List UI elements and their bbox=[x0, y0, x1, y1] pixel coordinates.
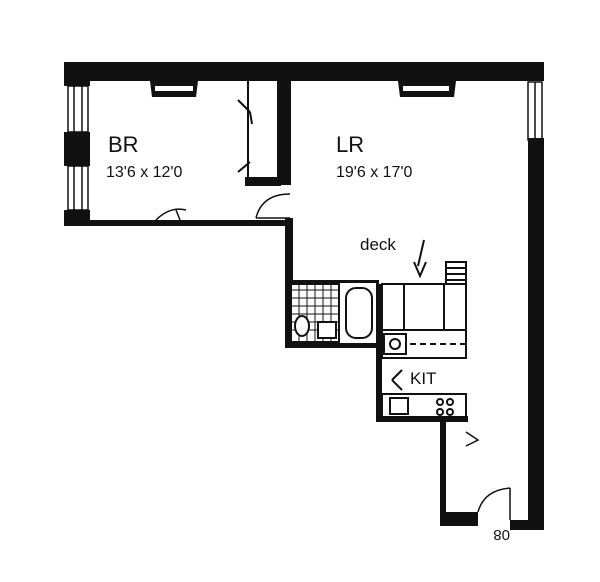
kitchen bbox=[381, 283, 467, 419]
room-dimensions-lr: 19'6 x 17'0 bbox=[336, 164, 412, 181]
exterior-walls bbox=[64, 62, 544, 530]
bathroom bbox=[290, 280, 379, 345]
door-swings bbox=[155, 193, 511, 520]
room-label-br: BR bbox=[108, 132, 139, 157]
deck-stair bbox=[413, 239, 467, 285]
radiators bbox=[150, 81, 456, 97]
room-label-lr: LR bbox=[336, 132, 364, 157]
deck-label: deck bbox=[360, 235, 396, 254]
room-labels: BR 13'6 x 12'0 LR 19'6 x 17'0 deck KIT 0… bbox=[106, 132, 510, 543]
closet bbox=[237, 81, 281, 186]
room-label-kit: KIT bbox=[410, 369, 436, 388]
unit-number: 08 bbox=[493, 526, 510, 543]
room-dimensions-br: 13'6 x 12'0 bbox=[106, 164, 182, 181]
windows bbox=[67, 81, 543, 211]
